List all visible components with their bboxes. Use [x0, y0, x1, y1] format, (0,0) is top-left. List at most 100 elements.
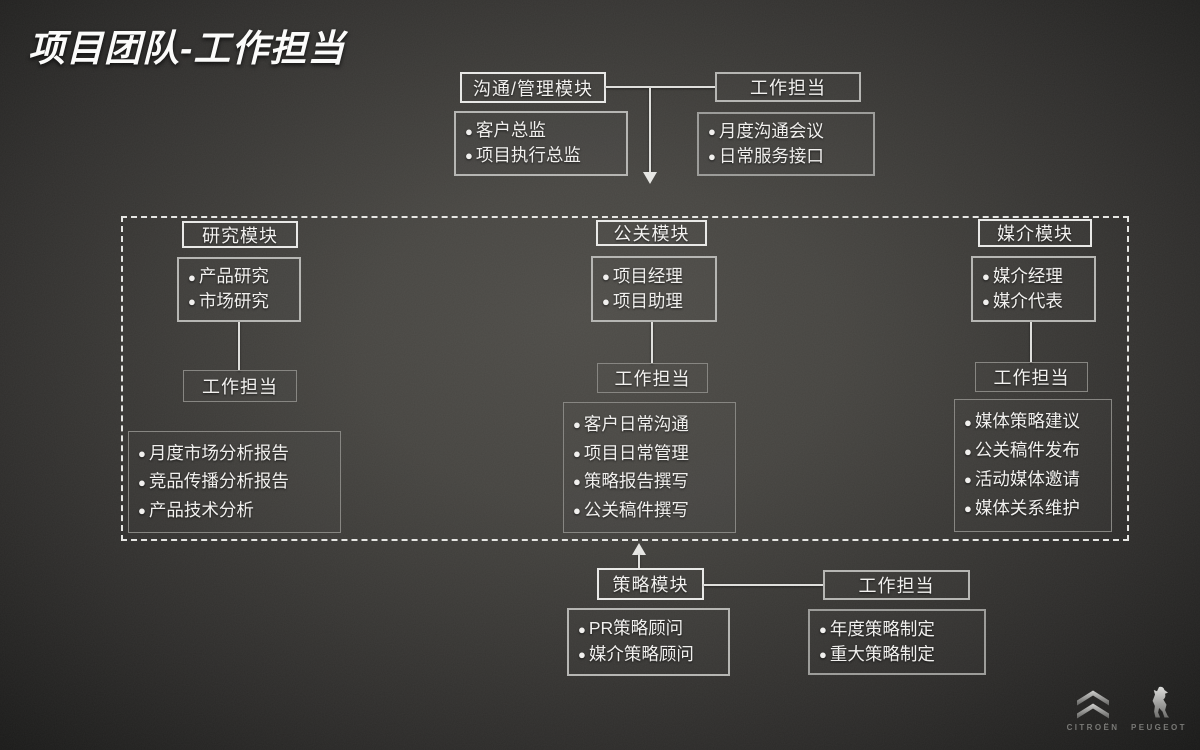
- list-item: ●竞品传播分析报告: [138, 473, 331, 491]
- connector-top-vertical: [649, 88, 651, 172]
- bullet-icon: ●: [819, 621, 827, 637]
- comm-module-label: 沟通/管理模块: [472, 78, 593, 99]
- bullet-icon: ●: [964, 472, 972, 488]
- peugeot-lion-icon: [1152, 686, 1170, 718]
- list-item-label: 项目助理: [612, 290, 683, 311]
- list-item-label: 月度沟通会议: [718, 121, 824, 141]
- research-duties-box: ●月度市场分析报告 ●竞品传播分析报告 ●产品技术分析: [128, 431, 341, 533]
- peugeot-logo: PEUGEOT: [1128, 686, 1190, 732]
- media-module-header: 媒介模块: [978, 219, 1092, 247]
- list-item: ●PR策略顾问: [578, 620, 719, 638]
- bullet-icon: ●: [188, 294, 196, 310]
- list-item-label: 市场研究: [198, 291, 269, 312]
- bullet-icon: ●: [982, 294, 990, 310]
- list-item-label: 媒体关系维护: [974, 498, 1080, 519]
- list-item: ●日常服务接口: [708, 145, 864, 166]
- list-item-label: 重大策略制定: [829, 643, 935, 664]
- bottom-duty-label: 工作担当: [858, 576, 935, 596]
- list-item: ●媒体策略建议: [964, 413, 1102, 431]
- bullet-icon: ●: [465, 123, 473, 139]
- bottom-duty-header: 工作担当: [823, 570, 970, 600]
- bullet-icon: ●: [578, 621, 586, 637]
- bullet-icon: ●: [573, 445, 581, 461]
- research-module-label: 研究模块: [202, 225, 278, 246]
- list-item: ●媒介经理: [982, 267, 1085, 286]
- list-item-label: 策略报告撰写: [583, 471, 689, 491]
- list-item: ●客户总监: [465, 122, 617, 140]
- list-item-label: 日常服务接口: [718, 145, 824, 166]
- media-duty-label: 工作担当: [993, 368, 1070, 388]
- top-duty-items-box: ●月度沟通会议 ●日常服务接口: [697, 112, 875, 176]
- list-item-label: 项目日常管理: [583, 442, 689, 463]
- list-item-label: 竞品传播分析报告: [148, 471, 289, 492]
- list-item-label: 年度策略制定: [829, 618, 935, 639]
- media-duties-box: ●媒体策略建议 ●公关稿件发布 ●活动媒体邀请 ●媒体关系维护: [954, 399, 1112, 532]
- list-item-label: 媒介策略顾问: [588, 644, 694, 665]
- list-item: ●媒体关系维护: [964, 500, 1102, 518]
- list-item-label: 媒介代表: [992, 290, 1063, 311]
- pr-duty-label: 工作担当: [614, 369, 691, 389]
- citroen-logo: CITROËN: [1060, 690, 1126, 732]
- list-item: ●项目执行总监: [465, 147, 617, 165]
- list-item: ●公关稿件撰写: [573, 499, 726, 520]
- list-item-label: 公关稿件撰写: [583, 499, 689, 520]
- list-item: ●项目日常管理: [573, 442, 726, 463]
- media-module-label: 媒介模块: [997, 224, 1073, 244]
- list-item: ●产品研究: [188, 268, 290, 286]
- media-duty-header: 工作担当: [975, 362, 1088, 392]
- bullet-icon: ●: [465, 148, 473, 164]
- peugeot-label: PEUGEOT: [1131, 723, 1187, 732]
- strategy-module-label: 策略模块: [612, 575, 689, 595]
- citroen-label: CITROËN: [1066, 723, 1120, 732]
- bullet-icon: ●: [188, 269, 196, 285]
- top-duty-label: 工作担当: [750, 78, 826, 98]
- connector-bottom-horizontal: [704, 584, 823, 586]
- arrow-down-icon: [643, 172, 657, 184]
- bullet-icon: ●: [964, 501, 972, 517]
- bullet-icon: ●: [982, 268, 990, 284]
- list-item-label: 产品研究: [198, 266, 269, 287]
- bullet-icon: ●: [138, 474, 146, 490]
- comm-members-box: ●客户总监 ●项目执行总监: [454, 111, 628, 176]
- list-item-label: PR策略顾问: [588, 618, 684, 639]
- bullet-icon: ●: [964, 443, 972, 459]
- comm-module-header: 沟通/管理模块: [460, 72, 606, 103]
- list-item: ●客户日常沟通: [573, 414, 726, 434]
- citroen-chevrons-icon: [1077, 690, 1109, 719]
- list-item: ●媒介代表: [982, 290, 1085, 311]
- list-item-label: 媒体策略建议: [974, 411, 1080, 432]
- list-item-label: 产品技术分析: [148, 499, 254, 520]
- list-item: ●活动媒体邀请: [964, 471, 1102, 489]
- list-item-label: 公关稿件发布: [974, 440, 1080, 461]
- bullet-icon: ●: [602, 268, 610, 284]
- bullet-icon: ●: [819, 647, 827, 663]
- list-item-label: 月度市场分析报告: [148, 442, 289, 463]
- list-item-label: 项目经理: [612, 265, 683, 286]
- list-item: ●项目助理: [602, 290, 706, 311]
- bullet-icon: ●: [573, 502, 581, 518]
- list-item: ●策略报告撰写: [573, 471, 726, 491]
- list-item: ●月度市场分析报告: [138, 442, 331, 463]
- bullet-icon: ●: [964, 414, 972, 430]
- bullet-icon: ●: [708, 124, 716, 140]
- list-item: ●项目经理: [602, 265, 706, 286]
- research-duty-header: 工作担当: [183, 370, 297, 402]
- pr-duties-box: ●客户日常沟通 ●项目日常管理 ●策略报告撰写 ●公关稿件撰写: [563, 402, 736, 533]
- bullet-icon: ●: [602, 294, 610, 310]
- connector-research-vertical: [238, 322, 240, 371]
- strategy-module-header: 策略模块: [597, 568, 704, 600]
- bottom-duty-items-box: ●年度策略制定 ●重大策略制定: [808, 609, 986, 675]
- bullet-icon: ●: [138, 446, 146, 462]
- list-item-label: 活动媒体邀请: [974, 469, 1080, 490]
- list-item: ●月度沟通会议: [708, 121, 864, 141]
- bullet-icon: ●: [708, 148, 716, 164]
- pr-duty-header: 工作担当: [597, 363, 708, 393]
- connector-top-horizontal: [606, 86, 716, 88]
- pr-members-box: ●项目经理 ●项目助理: [591, 256, 717, 322]
- media-members-box: ●媒介经理 ●媒介代表: [971, 256, 1096, 322]
- bullet-icon: ●: [138, 502, 146, 518]
- list-item-label: 客户日常沟通: [583, 414, 689, 434]
- list-item-label: 客户总监: [475, 120, 546, 141]
- connector-pr-vertical: [651, 322, 653, 364]
